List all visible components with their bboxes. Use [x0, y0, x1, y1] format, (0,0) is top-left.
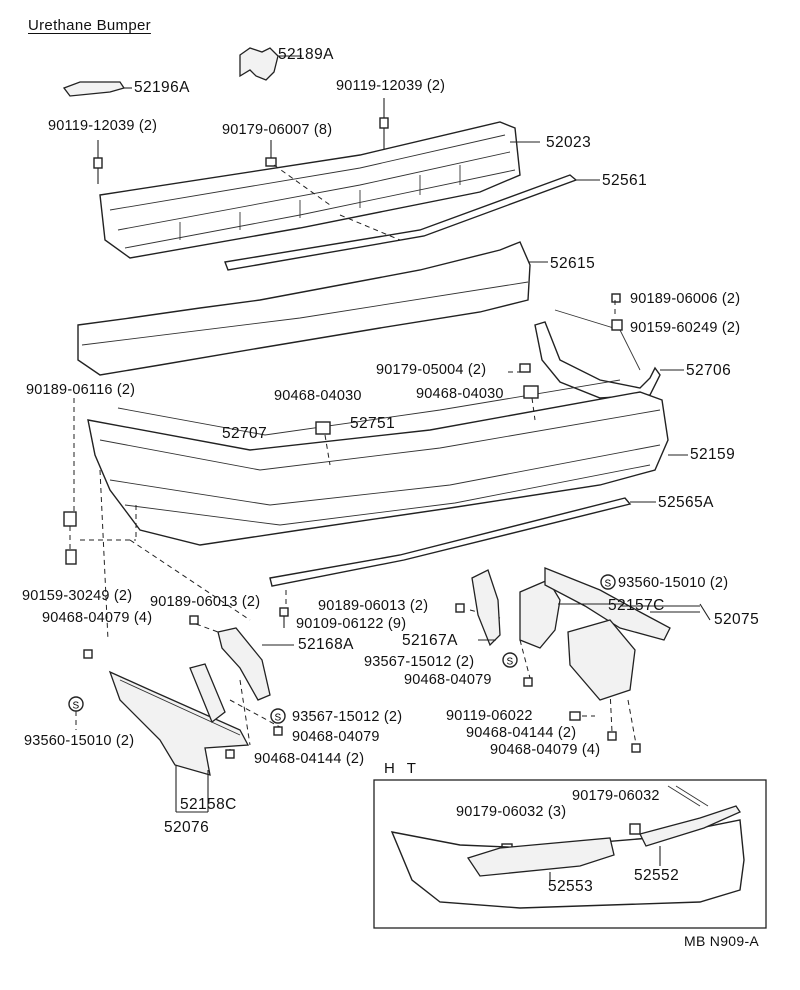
diagram-title: Urethane Bumper: [28, 17, 151, 34]
bracket-icon: [519, 567, 711, 701]
part-label-90189-06116: 90189-06116 (2): [26, 382, 136, 398]
absorber-52615: [77, 241, 548, 376]
part-label-52167A: 52167A: [402, 632, 458, 649]
part-label-93560-15010-left: 93560-15010 (2): [24, 733, 135, 749]
part-label-90468-04030-a: 90468-04030: [274, 388, 362, 404]
bracket-icon: [239, 47, 302, 81]
part-label-90468-04144-left: 90468-04144 (2): [254, 751, 365, 767]
part-label-90179-06032-b: 90179-06032: [572, 788, 660, 804]
bumper-cover-icon: [87, 379, 688, 546]
part-label-90119-12039-left: 90119-12039 (2): [48, 118, 158, 134]
part-label-90179-06007: 90179-06007 (8): [222, 122, 333, 138]
part-label-52553: 52553: [548, 878, 594, 895]
part-label-52023: 52023: [546, 134, 592, 151]
part-label-52076: 52076: [164, 819, 210, 836]
part-label-52196A: 52196A: [134, 79, 190, 96]
clip-icon: [62, 81, 132, 97]
part-label-90179-06032-a: 90179-06032 (3): [456, 804, 567, 820]
part-label-93567-15012-center: 93567-15012 (2): [364, 654, 475, 670]
drawing-reference: MB N909-A: [684, 933, 760, 949]
part-label-52751: 52751: [350, 415, 396, 432]
part-label-52075: 52075: [714, 611, 760, 628]
part-label-90468-04079-lower: 90468-04079: [292, 729, 380, 745]
part-label-52565A: 52565A: [658, 494, 714, 511]
part-label-90468-04030-b: 90468-04030: [416, 386, 504, 402]
svg-text:S: S: [507, 657, 514, 668]
part-label-52615: 52615: [550, 255, 596, 272]
ht-inset: [373, 779, 767, 929]
bracket-icon: [217, 627, 294, 701]
part-label-52706: 52706: [686, 362, 732, 379]
strip-52561: [224, 174, 600, 271]
part-label-52158C: 52158C: [180, 796, 237, 813]
part-label-52157C: 52157C: [608, 597, 665, 614]
part-label-93560-15010-right: 93560-15010 (2): [618, 575, 729, 591]
part-label-90179-05004: 90179-05004 (2): [376, 362, 487, 378]
part-label-90468-04079-right: 90468-04079 (4): [490, 742, 601, 758]
part-label-52552: 52552: [634, 867, 680, 884]
part-label-90468-04079-left: 90468-04079 (4): [42, 610, 153, 626]
part-label-90468-04144-right: 90468-04144 (2): [466, 725, 577, 741]
svg-text:S: S: [73, 701, 80, 712]
part-label-52159: 52159: [690, 446, 736, 463]
part-label-90159-30249: 90159-30249 (2): [22, 588, 133, 604]
part-label-90109-06122: 90109-06122 (9): [296, 616, 407, 632]
part-label-90189-06013-center: 90189-06013 (2): [318, 598, 429, 614]
svg-text:S: S: [275, 713, 282, 724]
clip-icon: [63, 293, 641, 855]
part-label-90159-60249: 90159-60249 (2): [630, 320, 741, 336]
screw-s-icon: S S S S: [68, 574, 616, 730]
bolt-icon: [93, 98, 389, 184]
part-label-90119-06022: 90119-06022: [446, 708, 533, 724]
bracket-icon: [108, 663, 250, 813]
part-label-90189-06006: 90189-06006 (2): [630, 291, 741, 307]
part-label-90189-06013-left: 90189-06013 (2): [150, 594, 261, 610]
part-label-52168A: 52168A: [298, 636, 354, 653]
bracket-icon: [471, 569, 501, 647]
part-label-52189A: 52189A: [278, 46, 334, 63]
part-label-52561: 52561: [602, 172, 648, 189]
section-label-ht: H T: [384, 760, 420, 777]
svg-text:S: S: [605, 579, 612, 590]
part-label-90468-04079-center: 90468-04079: [404, 672, 492, 688]
reinforcement-icon: [99, 121, 540, 259]
part-label-93567-15012-left: 93567-15012 (2): [292, 709, 403, 725]
strip-52565A: [269, 497, 656, 587]
leader-lines: [69, 164, 637, 750]
bolt-icon: [279, 607, 289, 628]
part-label-52707: 52707: [222, 425, 268, 442]
part-label-90119-12039-top: 90119-12039 (2): [336, 78, 446, 94]
